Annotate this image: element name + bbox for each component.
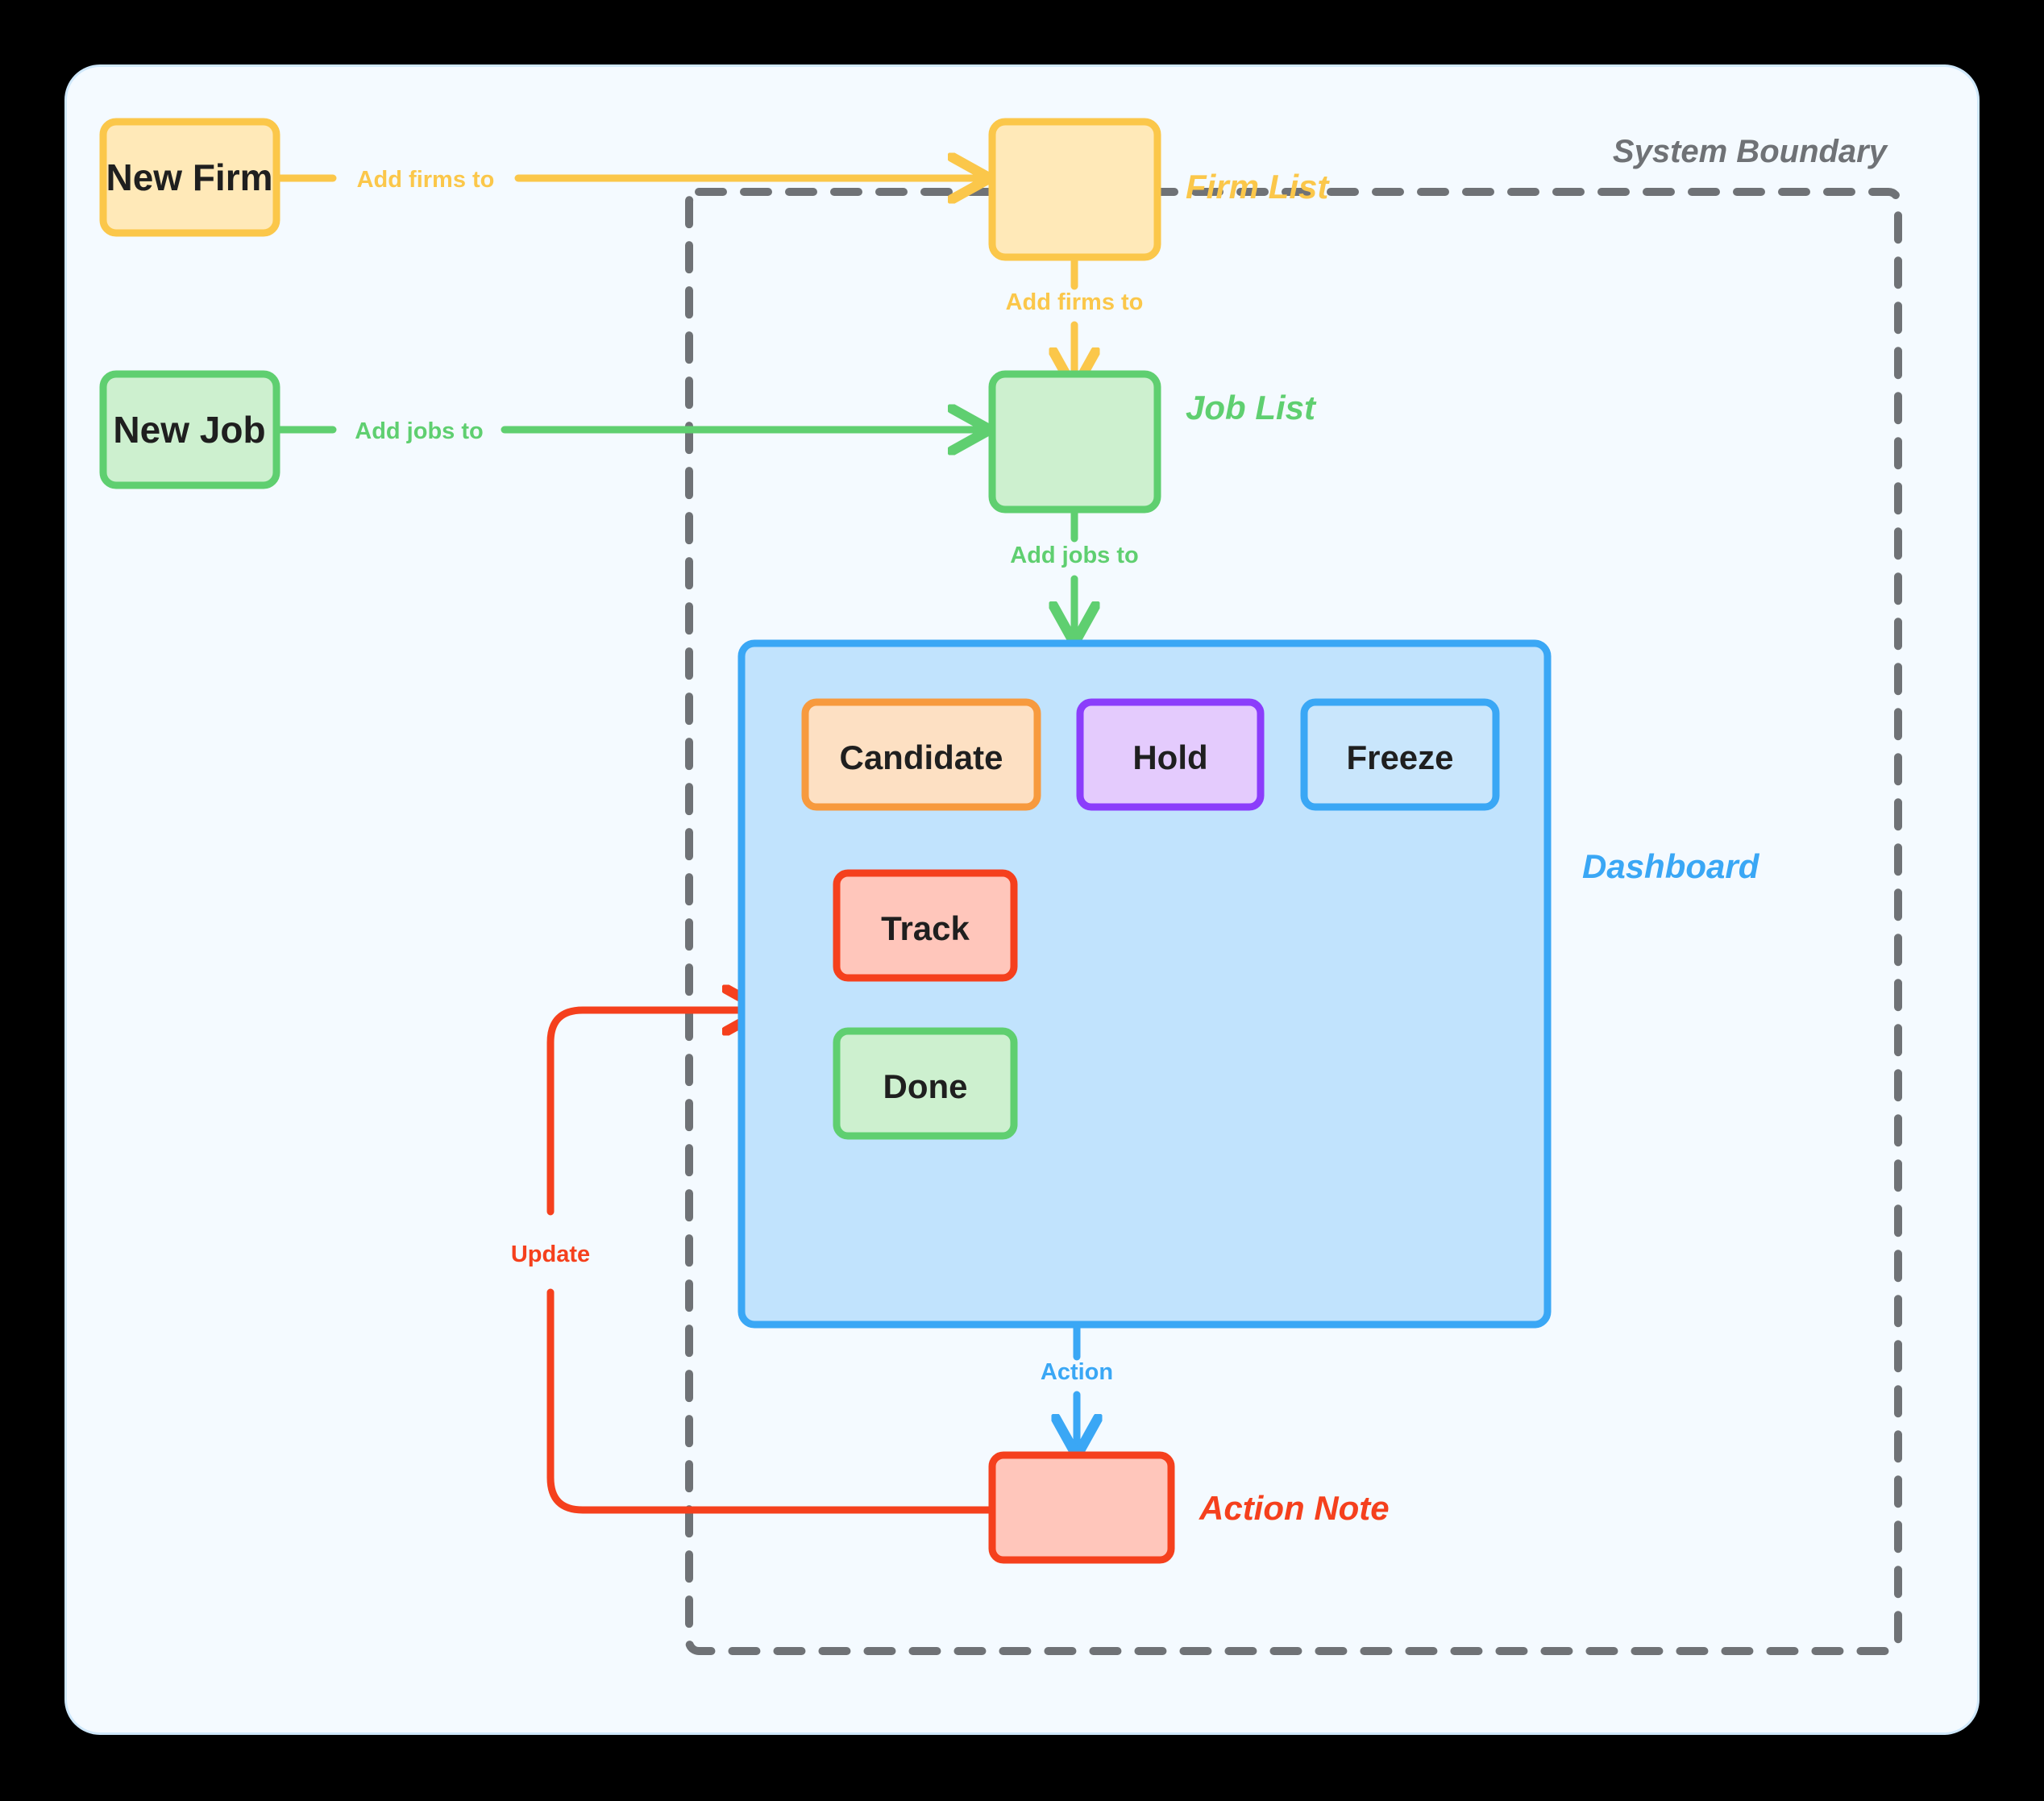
node-new-job-rect[interactable] <box>99 370 280 489</box>
container-job-list[interactable]: Job List <box>988 370 1317 514</box>
edge-path-upper <box>546 1010 760 1216</box>
dashboard-item-done[interactable]: Done <box>833 1027 1018 1140</box>
edge-path-lower <box>546 1288 994 1514</box>
container-firm-list-rect[interactable] <box>988 118 1161 261</box>
edge-new-firm-to-firm-list: Add firms to <box>272 167 986 193</box>
edge-label-add-jobs-to-vertical: Add jobs to <box>1010 543 1138 568</box>
container-job-list-rect[interactable] <box>988 370 1161 514</box>
edge-firm-list-to-job-list: Add firms to <box>1006 252 1144 385</box>
dashboard-item-track-rect[interactable] <box>833 869 1018 982</box>
container-job-list-label: Job List <box>1186 389 1317 426</box>
node-new-firm-label: New Firm <box>106 156 272 198</box>
edge-label-add-jobs-to-horizontal: Add jobs to <box>355 418 483 444</box>
dashboard-item-freeze[interactable]: Freeze <box>1300 698 1500 811</box>
container-action-note[interactable]: Action Note <box>988 1451 1390 1564</box>
container-action-note-label: Action Note <box>1199 1489 1390 1527</box>
edge-label-update: Update <box>511 1242 590 1267</box>
system-boundary-label: System Boundary <box>1613 134 1888 169</box>
dashboard-item-done-label: Done <box>883 1067 968 1105</box>
node-new-firm-rect[interactable] <box>99 118 280 237</box>
edge-label-add-firms-to-vertical: Add firms to <box>1006 289 1144 315</box>
system-boundary-rect <box>685 188 1902 1655</box>
node-new-firm[interactable]: New Firm <box>99 118 280 237</box>
system-boundary: System Boundary <box>685 134 1902 1655</box>
container-action-note-rect[interactable] <box>988 1451 1175 1564</box>
edge-new-job-to-job-list: Add jobs to <box>272 418 986 444</box>
edge-dashboard-to-action-note: Action <box>1041 1321 1113 1452</box>
dashboard-item-freeze-label: Freeze <box>1346 738 1453 776</box>
dashboard-item-hold[interactable]: Hold <box>1076 698 1265 811</box>
dashboard-item-candidate[interactable]: Candidate <box>801 698 1041 811</box>
edge-label-add-firms-to-horizontal: Add firms to <box>357 167 495 193</box>
container-dashboard[interactable]: Dashboard Candidate Hold Freeze Track <box>737 639 1760 1329</box>
dashboard-item-candidate-rect[interactable] <box>801 698 1041 811</box>
edge-action-note-to-dashboard: Update <box>511 1010 994 1514</box>
edge-label-action: Action <box>1041 1359 1113 1385</box>
dashboard-item-hold-rect[interactable] <box>1076 698 1265 811</box>
container-dashboard-rect[interactable] <box>737 639 1552 1329</box>
container-firm-list[interactable]: Firm List <box>988 118 1330 261</box>
diagram-canvas: System Boundary Add firms to Add firms t… <box>64 64 1980 1735</box>
flow-diagram: System Boundary Add firms to Add firms t… <box>99 118 1902 1655</box>
dashboard-item-track-label: Track <box>881 909 970 947</box>
container-firm-list-label: Firm List <box>1186 168 1330 206</box>
dashboard-item-freeze-rect[interactable] <box>1300 698 1500 811</box>
node-new-job[interactable]: New Job <box>99 370 280 489</box>
dashboard-item-track[interactable]: Track <box>833 869 1018 982</box>
edge-job-list-to-dashboard: Add jobs to <box>1010 505 1139 639</box>
dashboard-item-done-rect[interactable] <box>833 1027 1018 1140</box>
dashboard-item-hold-label: Hold <box>1132 738 1207 776</box>
node-new-job-label: New Job <box>113 409 265 451</box>
container-dashboard-label: Dashboard <box>1582 847 1760 885</box>
dashboard-item-candidate-label: Candidate <box>839 738 1003 776</box>
